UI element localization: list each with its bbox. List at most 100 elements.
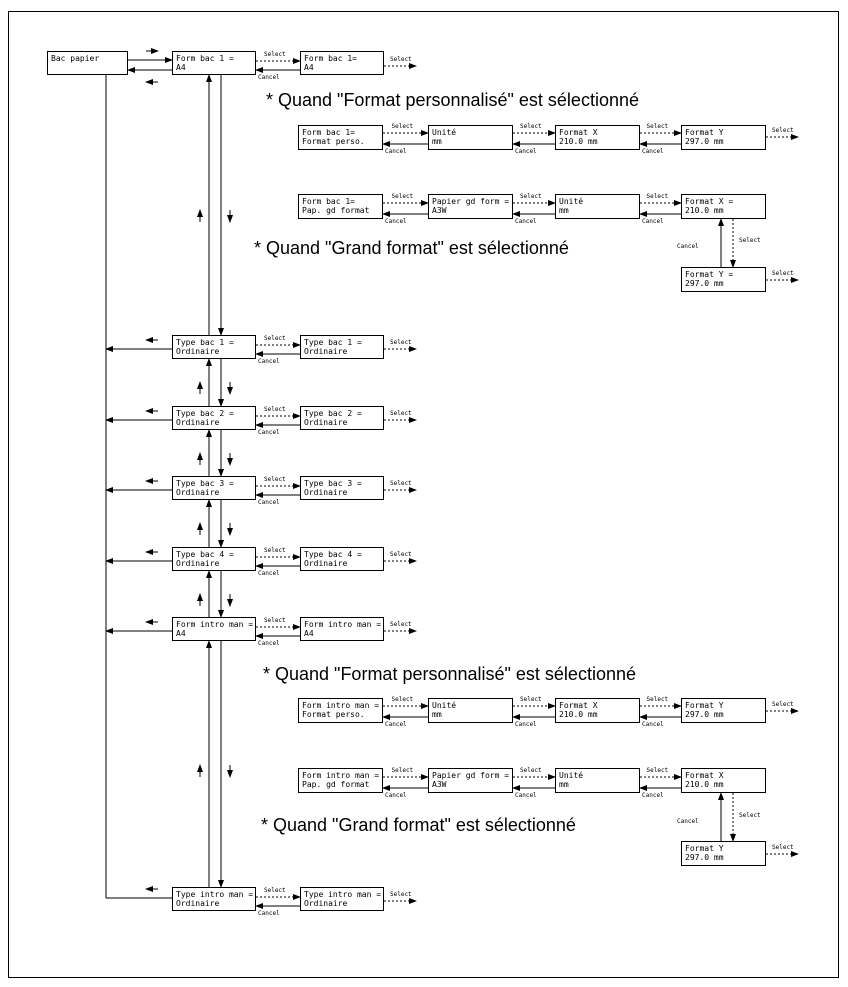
select-label: Select (390, 621, 412, 628)
node-line: Pap. gd format (302, 780, 370, 789)
node-type-bac4: Type bac 4 =Ordinaire (172, 547, 256, 571)
select-label: Select (772, 844, 794, 851)
node-line: Type bac 1 = (304, 338, 362, 347)
cancel-label: Cancel (677, 818, 699, 825)
node-type-bac3: Type bac 3 =Ordinaire (300, 476, 384, 500)
node-line: mm (559, 780, 569, 789)
node-form-bac1-large: Form bac 1=Pap. gd format (298, 194, 383, 219)
node-type-intro-man: Type intro man =Ordinaire (172, 887, 256, 911)
cancel-label: Cancel (515, 218, 537, 225)
node-line: Ordinaire (176, 488, 220, 497)
node-line: 297.0 mm (685, 279, 724, 288)
select-label: Select (772, 701, 794, 708)
node-line: Unité (432, 701, 457, 710)
node-type-bac2: Type bac 2 =Ordinaire (172, 406, 256, 430)
node-line: Form bac 1= (304, 54, 357, 63)
node-line: Ordinaire (176, 418, 220, 427)
note-custom: * Quand "Format personnalisé" est sélect… (263, 664, 636, 684)
node-line: Ordinaire (304, 488, 348, 497)
node-line: Unité (432, 128, 457, 137)
node-line: Format X (559, 128, 598, 137)
select-label: Select (391, 193, 414, 200)
node-line: Ordinaire (176, 899, 220, 908)
node-line: Format Y = (685, 270, 734, 279)
page-frame (8, 11, 839, 978)
cancel-label: Cancel (677, 243, 699, 250)
select-label: Select (390, 339, 412, 346)
select-label: Select (264, 617, 286, 624)
node-line: Type bac 2 = (176, 409, 234, 418)
cancel-label: Cancel (258, 570, 280, 577)
select-label: Select (390, 56, 412, 63)
cancel-label: Cancel (642, 218, 664, 225)
node-line: 297.0 mm (685, 710, 724, 719)
node-type-bac3: Type bac 3 =Ordinaire (172, 476, 256, 500)
node-line: 210.0 mm (559, 710, 598, 719)
node-line: mm (559, 206, 569, 215)
node-line: Format Y (685, 844, 724, 853)
select-label: Select (390, 891, 412, 898)
node-line: Form bac 1 = (176, 54, 234, 63)
node-papier-gd-form: Papier gd form =A3W (428, 194, 513, 219)
cancel-label: Cancel (385, 721, 407, 728)
node-line: Format perso. (302, 710, 365, 719)
select-label: Select (390, 480, 412, 487)
node-form-bac1: Form bac 1 =A4 (172, 51, 256, 75)
node-type-bac1: Type bac 1 =Ordinaire (172, 335, 256, 359)
note-large: * Quand "Grand format" est sélectionné (254, 238, 569, 258)
node-line: A4 (176, 63, 186, 72)
node-line: 297.0 mm (685, 137, 724, 146)
select-label: Select (264, 406, 286, 413)
select-label: Select (520, 767, 542, 774)
cancel-label: Cancel (258, 74, 280, 81)
node-line: Form intro man = (304, 620, 382, 629)
select-label: Select (264, 335, 286, 342)
node-type-bac2: Type bac 2 =Ordinaire (300, 406, 384, 430)
select-label: Select (739, 237, 761, 244)
cancel-label: Cancel (258, 358, 280, 365)
node-line: Unité (559, 771, 584, 780)
node-line: Form intro man = (302, 701, 380, 710)
select-label: Select (390, 410, 412, 417)
node-line: 210.0 mm (559, 137, 598, 146)
node-line: Form intro man = (302, 771, 380, 780)
note-custom: * Quand "Format personnalisé" est sélect… (266, 90, 639, 110)
select-label: Select (391, 696, 414, 703)
node-line: Bac papier (51, 54, 100, 63)
node-format-x-eq: Format X =210.0 mm (681, 194, 766, 219)
node-line: Type bac 4 = (176, 550, 234, 559)
node-form-bac1-value: Form bac 1=A4 (300, 51, 384, 75)
select-label: Select (264, 887, 286, 894)
node-line: Type bac 4 = (304, 550, 362, 559)
node-line: A4 (304, 629, 314, 638)
cancel-label: Cancel (385, 148, 407, 155)
node-line: Unité (559, 197, 584, 206)
node-line: mm (432, 137, 442, 146)
node-form-bac1-custom: Form bac 1=Format perso. (298, 125, 383, 150)
node-line: A4 (176, 629, 186, 638)
node-line: Ordinaire (176, 559, 220, 568)
select-label: Select (739, 812, 761, 819)
node-line: Papier gd form = (432, 771, 510, 780)
node-line: Format perso. (302, 137, 365, 146)
cancel-label: Cancel (515, 148, 537, 155)
cancel-label: Cancel (642, 721, 664, 728)
node-line: Form bac 1= (302, 128, 355, 137)
node-line: 210.0 mm (685, 780, 724, 789)
node-line: Type intro man = (304, 890, 382, 899)
node-type-bac4: Type bac 4 =Ordinaire (300, 547, 384, 571)
node-line: Ordinaire (304, 347, 348, 356)
cancel-label: Cancel (258, 640, 280, 647)
node-line: Format Y (685, 701, 724, 710)
cancel-label: Cancel (642, 792, 664, 799)
node-form-intro-man: Form intro man =A4 (172, 617, 256, 641)
select-label: Select (520, 193, 542, 200)
node-type-bac1: Type bac 1 =Ordinaire (300, 335, 384, 359)
node-line: A3W (432, 780, 447, 789)
select-label: Select (772, 127, 794, 134)
node-form-intro-man-custom: Form intro man =Format perso. (298, 698, 383, 723)
